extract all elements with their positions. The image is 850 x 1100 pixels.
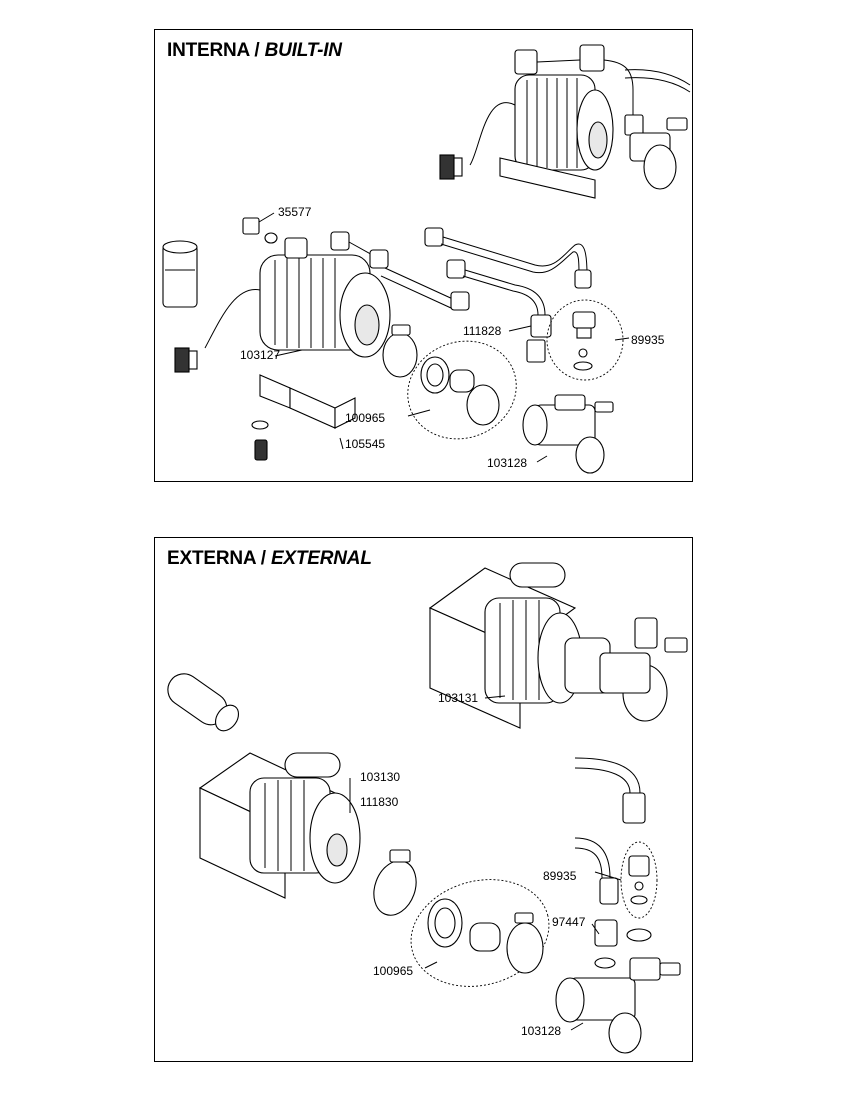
filter-97447 bbox=[594, 919, 652, 969]
label-97447: 97447 bbox=[552, 915, 586, 929]
kit-outline-89935 bbox=[620, 841, 658, 919]
motor-103127 bbox=[174, 237, 391, 373]
pump-head-103128 bbox=[555, 957, 681, 1054]
hose-external bbox=[574, 757, 646, 879]
kit-outline-100965 bbox=[410, 879, 550, 987]
kit-outline-89935 bbox=[546, 299, 624, 381]
bracket-105545 bbox=[251, 374, 356, 461]
kit-100965 bbox=[427, 898, 544, 974]
label-105545: 105545 bbox=[345, 437, 385, 451]
fitting-89935 bbox=[572, 311, 596, 371]
fitting-89935 bbox=[599, 855, 650, 905]
label-111828: 111828 bbox=[463, 324, 502, 338]
kit-100965 bbox=[420, 356, 500, 426]
title-main: EXTERNA / bbox=[167, 548, 266, 569]
external-exploded-drawing: 103131 103130 111830 bbox=[167, 562, 688, 1054]
label-100965: 100965 bbox=[345, 411, 385, 425]
panel-title-built-in: INTERNA / BUILT-IN bbox=[167, 40, 342, 62]
capacitor bbox=[167, 673, 240, 732]
kit-outline-100965 bbox=[407, 340, 517, 440]
built-in-exploded-drawing: 35577 103127 bbox=[162, 44, 691, 474]
panel-title-external: EXTERNA / EXTERNAL bbox=[167, 548, 372, 570]
capacitor bbox=[162, 240, 198, 308]
pump-head-103128 bbox=[522, 394, 614, 474]
label-111830: 111830 bbox=[360, 795, 399, 809]
assembled-pump-built-in bbox=[439, 44, 691, 199]
label-89935: 89935 bbox=[631, 333, 665, 347]
label-103131: 103131 bbox=[438, 691, 478, 705]
motor-103130 bbox=[198, 752, 361, 899]
label-35577: 35577 bbox=[278, 205, 312, 219]
title-main: INTERNA / bbox=[167, 40, 260, 61]
hoses bbox=[330, 227, 592, 363]
panel-external: EXTERNA / EXTERNAL 103131 bbox=[154, 537, 693, 1062]
assembled-pump-external bbox=[428, 562, 688, 729]
label-100965: 100965 bbox=[373, 964, 413, 978]
clamp bbox=[382, 324, 418, 378]
label-103128: 103128 bbox=[521, 1024, 561, 1038]
title-italic: EXTERNAL bbox=[270, 548, 372, 569]
label-103127: 103127 bbox=[240, 348, 280, 362]
label-103130: 103130 bbox=[360, 770, 400, 784]
clamp bbox=[373, 849, 417, 916]
label-89935: 89935 bbox=[543, 869, 577, 883]
panel-built-in: INTERNA / BUILT-IN bbox=[154, 29, 693, 482]
title-italic: BUILT-IN bbox=[264, 40, 342, 61]
label-103128: 103128 bbox=[487, 456, 527, 470]
fitting-35577 bbox=[242, 212, 278, 244]
